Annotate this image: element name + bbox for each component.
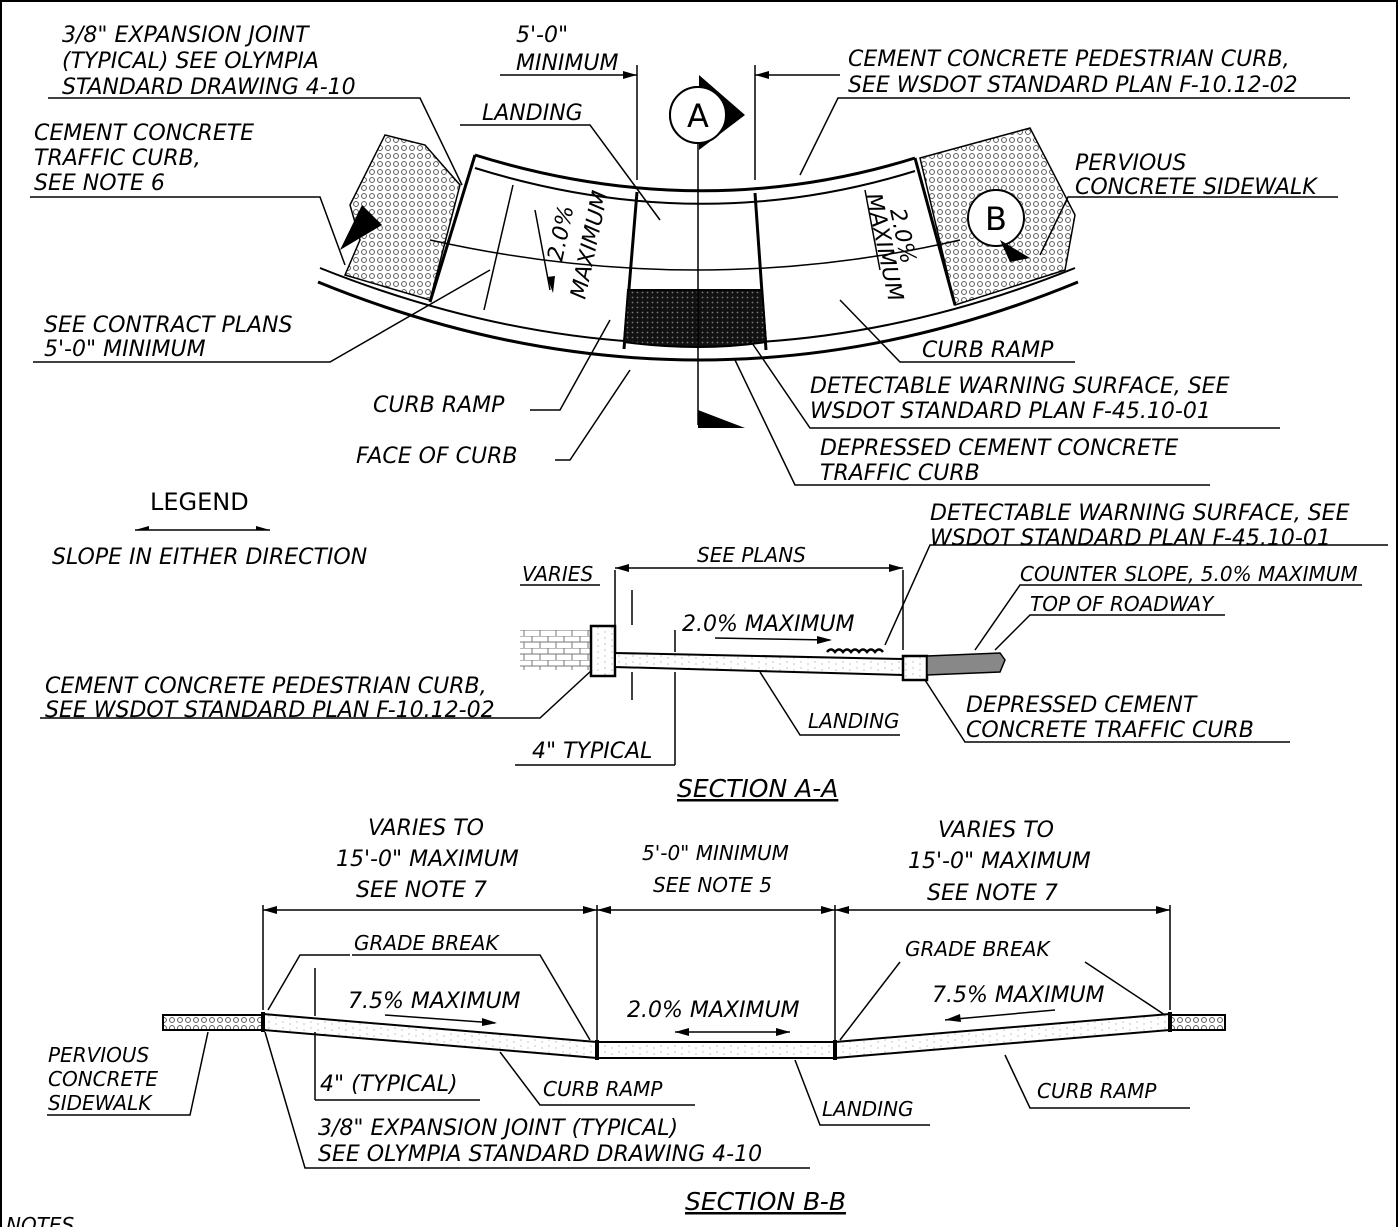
plan-min-width-1: 5'-0": [516, 23, 568, 48]
sec-b-grade-break-left: GRADE BREAK: [354, 931, 500, 955]
sec-b-pervious-3: SIDEWALK: [48, 1091, 153, 1115]
sec-b-pervious-1: PERVIOUS: [48, 1043, 150, 1067]
sidewalk-right-section: [1169, 1014, 1226, 1031]
sec-b-expansion-joint-2: SEE OLYMPIA STANDARD DRAWING 4-10: [318, 1142, 762, 1167]
plan-pervious-2: CONCRETE SIDEWALK: [1075, 175, 1318, 200]
sec-b-landing: LANDING: [822, 1097, 914, 1121]
legend-title: LEGEND: [150, 488, 249, 516]
sec-b-pervious-2: CONCRETE: [48, 1067, 158, 1091]
plan-contract-plans-2: 5'-0" MINIMUM: [44, 337, 206, 362]
landing-slab: [614, 651, 904, 677]
section-b-marker: [967, 189, 1025, 247]
curb-ramp-left-slab: [262, 1012, 598, 1060]
sec-b-right-dim-3: SEE NOTE 7: [927, 881, 1058, 906]
plan-expansion-joint-2: (TYPICAL) SEE OLYMPIA: [62, 49, 319, 74]
sec-b-slope-left: 7.5% MAXIMUM: [348, 989, 521, 1014]
sec-a-ped-curb-1: CEMENT CONCRETE PEDESTRIAN CURB,: [45, 674, 487, 699]
sec-b-slope-mid: 2.0% MAXIMUM: [627, 998, 800, 1023]
sec-b-expansion-joint-1: 3/8" EXPANSION JOINT (TYPICAL): [318, 1116, 678, 1141]
sec-a-thickness: 4" TYPICAL: [532, 739, 652, 764]
sec-b-left-dim-1: VARIES TO: [368, 816, 484, 841]
depressed-curb-section: [901, 654, 929, 682]
plan-traffic-curb-1: CEMENT CONCRETE: [34, 121, 254, 146]
pedestrian-curb-section: [589, 624, 617, 678]
plan-ped-curb-2: SEE WSDOT STANDARD PLAN F-10.12-02: [848, 73, 1298, 98]
landing-slab-b: [596, 1041, 836, 1059]
sec-a-depressed-1: DEPRESSED CEMENT: [966, 693, 1198, 718]
section-a-letter: A: [687, 97, 709, 135]
legend-slope-arrow: [135, 526, 270, 531]
gutter-line: [317, 280, 1079, 362]
plan-curb-ramp-left: CURB RAMP: [373, 393, 505, 418]
plan-detectable-2: WSDOT STANDARD PLAN F-45.10-01: [810, 399, 1211, 424]
plan-depressed-curb-1: DEPRESSED CEMENT CONCRETE: [820, 436, 1178, 461]
plan-contract-plans-1: SEE CONTRACT PLANS: [44, 313, 292, 338]
sec-a-landing: LANDING: [808, 709, 900, 733]
sec-b-curb-ramp-right: CURB RAMP: [1037, 1079, 1157, 1103]
plan-expansion-joint-3: STANDARD DRAWING 4-10: [62, 75, 356, 100]
plan-min-width-2: MINIMUM: [516, 51, 618, 76]
soil-hatch: [520, 630, 590, 670]
section-b-letter: B: [985, 200, 1007, 238]
section-bb-drawing: [47, 905, 1226, 1169]
sidewalk-left-section: [162, 1014, 264, 1031]
sec-b-left-dim-2: 15'-0" MAXIMUM: [336, 847, 519, 872]
sec-a-ped-curb-2: SEE WSDOT STANDARD PLAN F-10.12-02: [45, 698, 495, 723]
plan-expansion-joint-1: 3/8" EXPANSION JOINT: [62, 23, 310, 48]
section-aa-drawing: [40, 544, 1388, 766]
plan-landing: LANDING: [482, 101, 583, 126]
sec-a-depressed-2: CONCRETE TRAFFIC CURB: [966, 718, 1254, 743]
sec-b-curb-ramp-left: CURB RAMP: [543, 1077, 663, 1101]
plan-ped-curb-1: CEMENT CONCRETE PEDESTRIAN CURB,: [848, 47, 1290, 72]
plan-depressed-curb-2: TRAFFIC CURB: [820, 461, 980, 486]
legend-description: SLOPE IN EITHER DIRECTION: [52, 545, 367, 570]
sec-a-see-plans: SEE PLANS: [697, 543, 806, 567]
sec-b-thickness: 4" (TYPICAL): [320, 1072, 458, 1097]
sec-b-slope-right: 7.5% MAXIMUM: [932, 983, 1105, 1008]
plan-curb-ramp-right: CURB RAMP: [922, 338, 1054, 363]
notes-heading: NOTES: [6, 1213, 75, 1227]
plan-face-of-curb: FACE OF CURB: [356, 444, 517, 469]
plan-slope-left-1: 2.0%: [543, 203, 579, 263]
detectable-warning-surface: [622, 289, 768, 348]
plan-traffic-curb-3: SEE NOTE 6: [34, 171, 165, 196]
sec-a-counter-slope: COUNTER SLOPE, 5.0% MAXIMUM: [1020, 562, 1358, 586]
plan-view: A B: [30, 65, 1350, 486]
sec-a-detectable-2: WSDOT STANDARD PLAN F-45.10-01: [930, 526, 1331, 551]
sec-b-mid-dim-2: SEE NOTE 5: [653, 873, 772, 897]
sec-b-right-dim-1: VARIES TO: [938, 818, 1054, 843]
plan-slope-left-2: MAXIMUM: [566, 189, 613, 301]
sec-a-top-of-roadway: TOP OF ROADWAY: [1030, 592, 1215, 616]
sec-b-grade-break-right: GRADE BREAK: [905, 937, 1051, 961]
plan-pervious-1: PERVIOUS: [1075, 151, 1186, 176]
sec-a-slope: 2.0% MAXIMUM: [682, 612, 855, 637]
section-aa-title: SECTION A-A: [677, 774, 838, 803]
sec-a-varies: VARIES: [522, 562, 593, 586]
section-bb-title: SECTION B-B: [685, 1187, 846, 1216]
sec-a-detectable-1: DETECTABLE WARNING SURFACE, SEE: [930, 501, 1350, 526]
plan-traffic-curb-2: TRAFFIC CURB,: [34, 146, 201, 171]
sec-b-left-dim-3: SEE NOTE 7: [356, 878, 487, 903]
plan-detectable-1: DETECTABLE WARNING SURFACE, SEE: [810, 374, 1230, 399]
sec-b-right-dim-2: 15'-0" MAXIMUM: [908, 849, 1091, 874]
pervious-sidewalk-left: [343, 134, 461, 301]
sec-b-mid-dim-1: 5'-0" MINIMUM: [642, 841, 789, 865]
roadway: [926, 652, 1006, 676]
curb-ramp-right-slab: [834, 1012, 1171, 1060]
